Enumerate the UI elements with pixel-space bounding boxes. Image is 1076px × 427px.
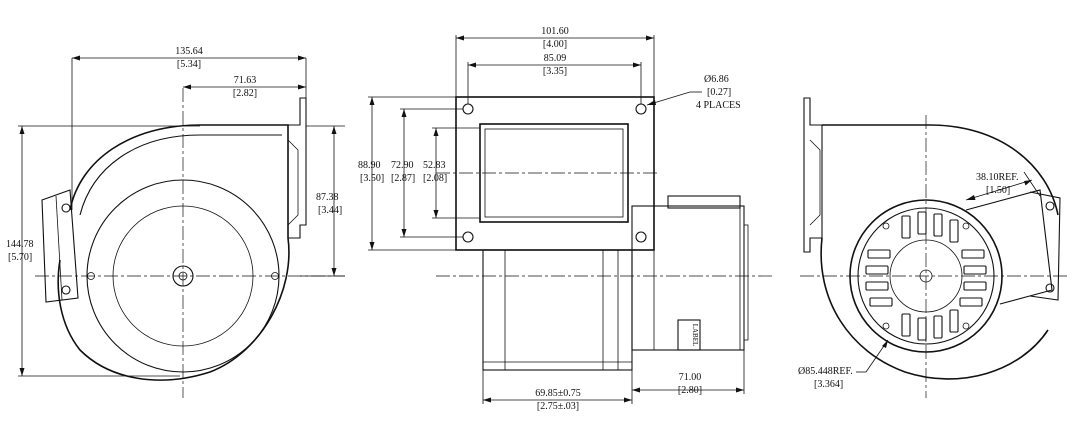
dim-offset-width-mm: 71.63	[234, 75, 257, 86]
dim-opening-height-mm: 52.83	[423, 160, 446, 171]
housing-circle-inner	[112, 205, 254, 347]
motor-hub	[919, 269, 933, 283]
dim-hole-dia-in: [0.27]	[707, 87, 731, 98]
dim-motor-length-mm: 71.00	[679, 372, 702, 383]
right-motor-view: 38.10REF. [1.50] Ø85.448REF. [3.364]	[798, 97, 1070, 398]
motor-box-outline	[965, 189, 1053, 305]
dim-hole-spacing-x-in: [3.35]	[543, 66, 567, 77]
left-screw	[87, 272, 95, 280]
housing-side-panel	[41, 189, 79, 303]
dim-flange-height-mm: 87.38	[316, 192, 339, 203]
motor-vent-slots	[865, 211, 987, 341]
plate-hole-bottom-right	[635, 231, 647, 243]
dim-motor-dia-in: [3.364]	[814, 379, 843, 390]
middle-front-view: LABEL 101.60 [4.00] 85.09 [3.35] 88.90 […	[358, 26, 775, 412]
right-screw	[271, 272, 279, 280]
dim-motor-ref-in: [1.50]	[986, 185, 1010, 196]
scroll-housing-outline	[57, 124, 290, 381]
motor-side-tab	[743, 224, 749, 341]
dim-plate-height-mm: 88.90	[358, 160, 381, 171]
motor-end-slot-ring	[889, 239, 963, 313]
motor-label-text: LABEL	[691, 324, 699, 347]
motor-label-box	[677, 319, 701, 351]
dim-overall-width-mm: 135.64	[175, 46, 203, 57]
dim-flange-height-in: [3.44]	[318, 205, 342, 216]
plate-hole-top-left	[462, 103, 474, 115]
scroll-housing-inner	[79, 134, 282, 216]
dim-plate-width-mm: 101.60	[541, 26, 569, 37]
motor-end-inner	[857, 207, 995, 345]
dim-hole-spacing-x-mm: 85.09	[544, 53, 567, 64]
side-rivet-top	[61, 203, 71, 213]
motor-cap	[667, 195, 741, 209]
hub-center	[178, 271, 188, 281]
motor-end-circle	[849, 199, 1003, 353]
dim-motor-length-in: [2.80]	[678, 385, 702, 396]
motor-body	[631, 205, 745, 351]
side-rivet-bottom	[61, 285, 71, 295]
dim-overall-width-in: [5.34]	[177, 59, 201, 70]
dim-motor-dia-mm: Ø85.448REF.	[798, 366, 853, 377]
dim-overall-height-in: [5.70]	[8, 252, 32, 263]
mounting-flange	[288, 97, 307, 239]
right-side-rivet-bottom	[1045, 283, 1055, 293]
plate-hole-bottom-left	[462, 231, 474, 243]
housing-circle-outer	[86, 179, 280, 373]
right-side-rivet-top	[1045, 201, 1055, 211]
hub-circle	[172, 265, 194, 287]
outlet-plate	[455, 96, 655, 251]
dim-hole-spacing-y-in: [2.87]	[391, 173, 415, 184]
dim-motor-ref-mm: 38.10REF.	[976, 172, 1019, 183]
dim-housing-width-mm: 69.85±0.75	[535, 388, 581, 399]
dim-offset-width-in: [2.82]	[233, 88, 257, 99]
dim-hole-dia-note: 4 PLACES	[696, 100, 741, 111]
dim-opening-height-in: [2.08]	[423, 173, 447, 184]
housing-side-line	[55, 195, 63, 301]
dim-housing-width-in: [2.75±.03]	[537, 401, 579, 412]
dim-hole-spacing-y-mm: 72.90	[391, 160, 414, 171]
plate-hole-top-right	[635, 103, 647, 115]
left-side-view: 135.64 [5.34] 71.63 [2.82] 144.78 [5.70]…	[6, 46, 345, 398]
dim-hole-dia-mm: Ø6.86	[704, 74, 729, 85]
right-mounting-flange	[803, 97, 823, 253]
dim-overall-height-mm: 144.78	[6, 239, 34, 250]
right-housing-side-panel	[1029, 191, 1061, 301]
flange-bracket	[287, 139, 299, 226]
dim-plate-height-in: [3.50]	[360, 173, 384, 184]
dim-plate-width-in: [4.00]	[543, 39, 567, 50]
right-scroll-housing	[820, 124, 1059, 380]
